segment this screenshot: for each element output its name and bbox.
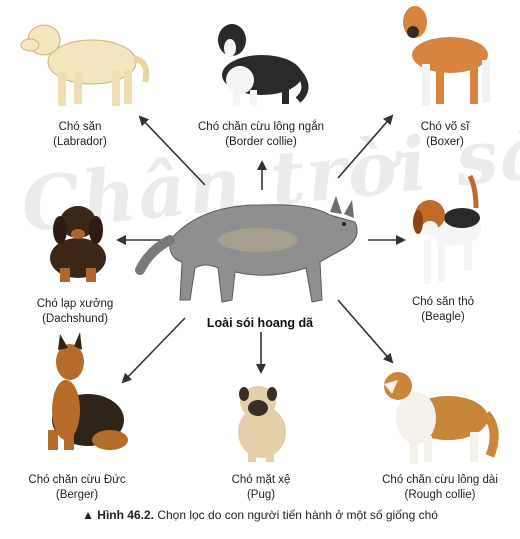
berger-illustration bbox=[48, 332, 128, 450]
label-border-collie: Chó chăn cừu lông ngắn(Border collie) bbox=[198, 121, 324, 148]
arrow-to-berger bbox=[121, 317, 186, 384]
label-beagle: Chó săn thỏ(Beagle) bbox=[411, 296, 474, 323]
figure-caption: ▲ Hình 46.2. Chọn lọc do con người tiến … bbox=[0, 508, 520, 522]
label-boxer: Chó võ sĩ(Boxer) bbox=[420, 121, 470, 148]
border-collie-illustration bbox=[218, 24, 309, 106]
caption-marker-icon: ▲ bbox=[82, 508, 94, 522]
label-pug: Chó mặt xệ(Pug) bbox=[231, 474, 291, 501]
arrow-to-rough-collie bbox=[337, 299, 394, 364]
pug-illustration bbox=[238, 386, 286, 462]
caption-text: Chọn lọc do con người tiến hành ở một số… bbox=[153, 508, 438, 522]
beagle-illustration bbox=[413, 174, 481, 284]
center-label-wolf: Loài sói hoang dã bbox=[206, 316, 314, 330]
arrow-to-labrador bbox=[138, 115, 206, 186]
wolf-illustration bbox=[135, 196, 358, 303]
caption-figure-number: Hình 46.2. bbox=[97, 508, 154, 522]
boxer-illustration bbox=[403, 6, 490, 106]
label-dachshund: Chó lạp xưởng(Dachshund) bbox=[36, 298, 114, 325]
arrow-to-boxer bbox=[337, 114, 394, 179]
labrador-illustration bbox=[20, 24, 150, 106]
rough-collie-illustration bbox=[384, 372, 499, 464]
label-rough-collie: Chó chăn cừu lông dài(Rough collie) bbox=[382, 474, 498, 501]
label-labrador: Chó săn(Labrador) bbox=[53, 121, 107, 148]
dachshund-illustration bbox=[50, 206, 106, 282]
label-berger: Chó chăn cừu Đức(Berger) bbox=[28, 474, 126, 501]
